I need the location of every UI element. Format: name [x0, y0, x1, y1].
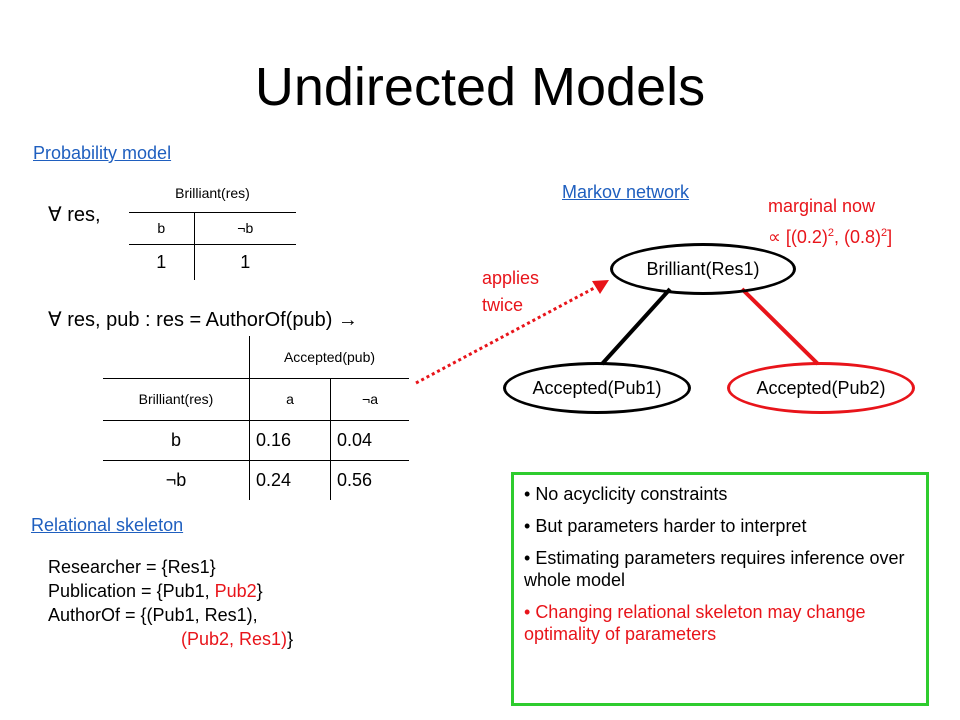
bullet-item: • Estimating parameters requires inferen… — [524, 548, 905, 590]
marginal-annotation: marginal now ∝ [(0.2)2, (0.8)2] — [768, 193, 892, 251]
marginal-exponent-2: 2 — [881, 227, 888, 239]
marginal-line-1: marginal now — [768, 196, 876, 216]
bullet-text: But parameters harder to interpret — [535, 516, 807, 536]
node-accepted-pub1: Accepted(Pub1) — [503, 362, 691, 414]
publication-suffix: } — [256, 581, 263, 601]
properties-box: • No acyclicity constraints • But parame… — [511, 472, 929, 706]
edge-root-left — [600, 287, 672, 366]
cell-not-b-not-a: 0.56 — [330, 459, 409, 500]
marginal-end: ] — [887, 227, 893, 247]
bullet-item-highlight: • Changing relational skeleton may chang… — [524, 602, 866, 644]
marginal-line-2: ∝ [(0.2)2, (0.8)2] — [768, 220, 892, 251]
slide-title: Undirected Models — [254, 57, 706, 117]
marginal-mid: , (0.8) — [834, 227, 882, 247]
publication-pub2: Pub2 — [214, 581, 257, 601]
brilliant-cpt-table: Brilliant(res) b ¬b 1 1 — [129, 174, 296, 280]
brilliant-header: Brilliant(res) — [129, 174, 296, 213]
authorof-line-1: AuthorOf = {(Pub1, Res1), — [48, 605, 258, 625]
bullet-item: • No acyclicity constraints — [524, 484, 728, 504]
applies-line-2: twice — [482, 295, 524, 315]
col-not-a: ¬a — [330, 377, 409, 421]
publication-prefix: Publication = {Pub1, — [48, 581, 215, 601]
publication-line: Publication = {Pub1, Pub2} — [48, 579, 293, 603]
row-label-not-b: ¬b — [103, 459, 250, 500]
authorof-line-2-suffix: } — [287, 629, 294, 649]
row-label-b: b — [103, 419, 250, 461]
applies-twice-annotation: applies twice — [482, 265, 539, 319]
col-b: b — [129, 211, 195, 245]
cell-not-b-a: 0.24 — [249, 459, 331, 500]
bullet-text: No acyclicity constraints — [535, 484, 728, 504]
probability-model-heading: Probability model — [33, 143, 172, 163]
bullet-text: Changing relational skeleton may change … — [524, 602, 866, 644]
accepted-cpt-table: Accepted(pub) Brilliant(res) a ¬a b 0.16… — [103, 336, 409, 500]
edge-root-right — [740, 287, 820, 366]
node-brilliant-res1: Brilliant(Res1) — [610, 243, 796, 295]
authorof-pub2-pair: (Pub2, Res1) — [181, 629, 288, 649]
cell-b-not-a: 0.04 — [330, 419, 409, 461]
researcher-line: Researcher = {Res1} — [48, 557, 216, 577]
markov-network-heading: Markov network — [562, 182, 690, 202]
authorof-line-2: (Pub2, Res1)} — [48, 627, 293, 651]
applies-arrowhead — [592, 280, 609, 294]
relational-skeleton-block: Researcher = {Res1} Publication = {Pub1,… — [48, 555, 293, 651]
applies-arrow-line — [415, 284, 599, 385]
relational-skeleton-heading: Relational skeleton — [31, 515, 184, 535]
col-a: a — [249, 377, 331, 421]
marginal-exponent-1: 2 — [827, 227, 834, 239]
value-b: 1 — [129, 243, 195, 280]
node-accepted-pub2: Accepted(Pub2) — [727, 362, 915, 414]
value-not-b: 1 — [193, 243, 296, 280]
bullet-text: Estimating parameters requires inference… — [524, 548, 905, 590]
applies-line-1: applies — [482, 268, 540, 288]
bullet-item: • But parameters harder to interpret — [524, 516, 807, 536]
marginal-prefix: ∝ [(0.2) — [768, 227, 828, 247]
forall-res-pub-label: ∀ res, pub : res = AuthorOf(pub) → — [48, 309, 358, 331]
forall-res-label: ∀ res, — [48, 204, 101, 226]
accepted-group-header: Accepted(pub) — [249, 336, 409, 379]
